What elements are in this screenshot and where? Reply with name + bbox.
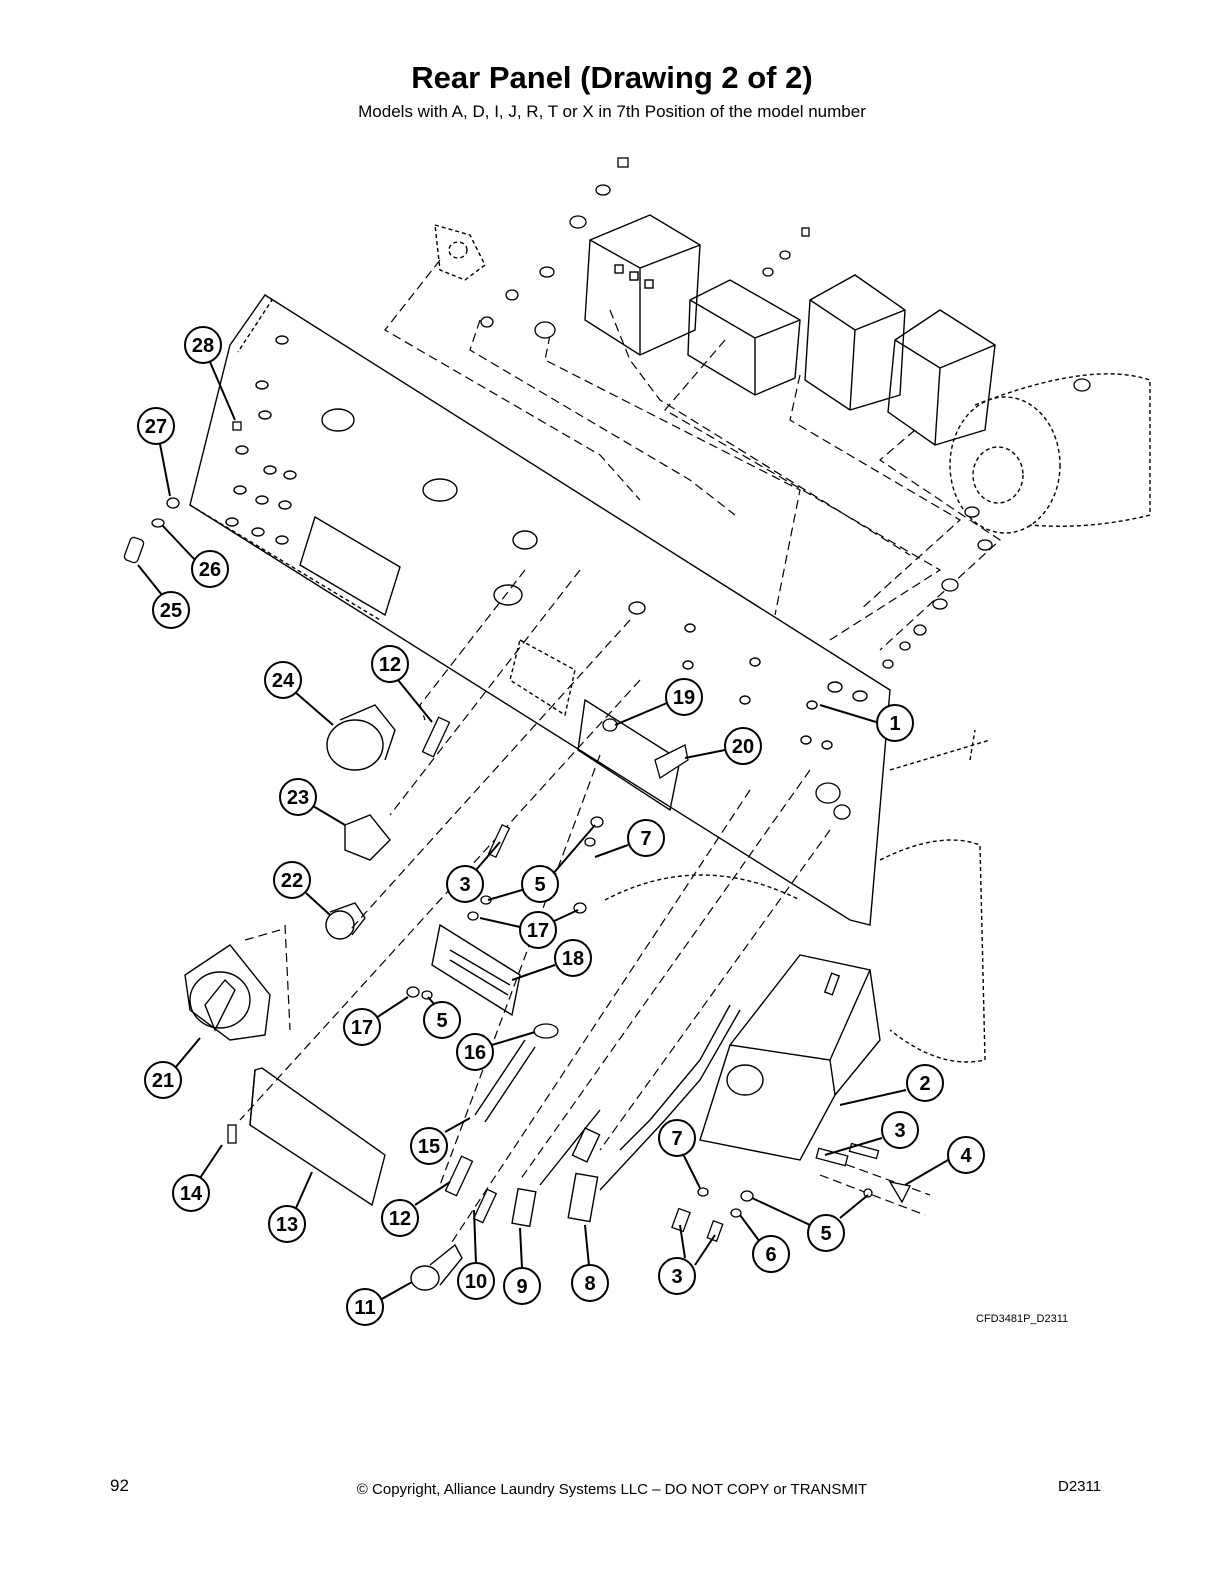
fuse-holder [410,1243,463,1291]
power-switch [344,814,391,861]
svg-text:21: 21 [152,1070,174,1092]
callout-19: 19 [614,678,703,726]
fasteners [123,157,1091,1243]
svg-text:7: 7 [640,828,651,850]
svg-text:5: 5 [436,1010,447,1032]
background-drum [604,729,991,1063]
strain-relief-small [325,902,366,940]
callout-12-a: 12 [371,645,433,723]
relay-block-2 [887,309,996,446]
callout-10: 10 [457,1209,495,1300]
page-subtitle: Models with A, D, I, J, R, T or X in 7th… [358,102,866,121]
svg-text:1: 1 [889,713,900,735]
page-title: Rear Panel (Drawing 2 of 2) [411,60,813,95]
callout-3-c: 3 [658,1224,716,1295]
terminal-strip [431,923,521,1017]
callout-16: 16 [456,1031,536,1071]
control-box [699,954,881,1161]
callout-24: 24 [264,661,334,726]
callout-20: 20 [684,727,762,765]
rear-panel-plate [189,294,891,926]
callout-7-b: 7 [658,1119,701,1189]
svg-text:20: 20 [732,736,754,758]
callout-12-b: 12 [381,1181,451,1237]
svg-text:5: 5 [534,874,545,896]
svg-text:13: 13 [276,1214,298,1236]
svg-text:5: 5 [820,1223,831,1245]
callout-6: 6 [739,1214,790,1273]
relay-block-1 [804,274,906,411]
rotary-switch [184,944,271,1041]
svg-text:3: 3 [671,1266,682,1288]
callout-13: 13 [268,1171,313,1243]
svg-text:11: 11 [354,1297,375,1319]
callout-14: 14 [172,1144,223,1212]
callout-2: 2 [839,1064,944,1106]
callout-17-a: 17 [479,909,579,949]
svg-text:17: 17 [351,1017,373,1039]
contactor-assembly [584,214,701,356]
callout-27: 27 [137,407,175,497]
callout-23: 23 [279,778,346,826]
callout-28: 28 [184,326,236,421]
page-number: 92 [110,1476,129,1495]
transformer-box [687,279,801,396]
callout-5-a: 5 [487,824,596,903]
copyright-notice: © Copyright, Alliance Laundry Systems LL… [356,1481,868,1498]
svg-text:2: 2 [919,1073,930,1095]
callout-3-a: 3 [446,841,501,903]
svg-text:28: 28 [192,335,214,357]
callout-15: 15 [410,1117,471,1165]
svg-text:19: 19 [673,687,695,709]
callout-1: 1 [819,704,914,742]
svg-text:26: 26 [199,559,221,581]
callout-11: 11 [346,1281,413,1326]
callout-17-b: 17 [343,996,409,1046]
strain-relief-large [326,704,396,771]
callout-7-a: 7 [594,819,665,858]
drawing-reference-code: CFD3481P_D2311 [976,1313,1069,1325]
svg-text:23: 23 [287,787,309,809]
svg-text:10: 10 [465,1271,487,1293]
svg-text:22: 22 [281,870,303,892]
svg-text:8: 8 [584,1273,595,1295]
svg-text:16: 16 [464,1042,486,1064]
grommet-top [434,224,486,281]
svg-text:6: 6 [765,1244,776,1266]
svg-text:12: 12 [389,1208,411,1230]
callout-8: 8 [571,1224,609,1302]
svg-text:15: 15 [418,1136,440,1158]
svg-text:24: 24 [272,670,295,692]
svg-text:12: 12 [379,654,401,676]
long-rod [474,1039,536,1123]
callout-5-c: 5 [751,1194,869,1252]
svg-text:3: 3 [459,874,470,896]
callout-25: 25 [137,564,190,629]
svg-text:4: 4 [960,1145,972,1167]
svg-text:9: 9 [516,1276,527,1298]
document-code: D2311 [1058,1478,1102,1495]
svg-text:17: 17 [527,920,549,942]
svg-text:14: 14 [180,1183,203,1205]
callout-5-b: 5 [423,996,461,1039]
motor-cylinder [949,373,1151,534]
cover-plate [249,1067,386,1207]
callout-21: 21 [144,1037,201,1099]
svg-text:27: 27 [145,416,167,438]
callout-4: 4 [904,1136,985,1186]
svg-text:7: 7 [671,1128,682,1150]
callout-3-b: 3 [824,1111,919,1156]
svg-text:25: 25 [160,600,182,622]
callout-group: 1 2 3 3 3 4 [137,326,985,1326]
svg-text:3: 3 [894,1120,905,1142]
wiring-harness [511,1004,741,1228]
callout-18: 18 [511,939,592,981]
callout-22: 22 [273,861,331,916]
callout-9: 9 [503,1227,541,1305]
callout-26: 26 [161,524,229,588]
svg-text:18: 18 [562,948,584,970]
